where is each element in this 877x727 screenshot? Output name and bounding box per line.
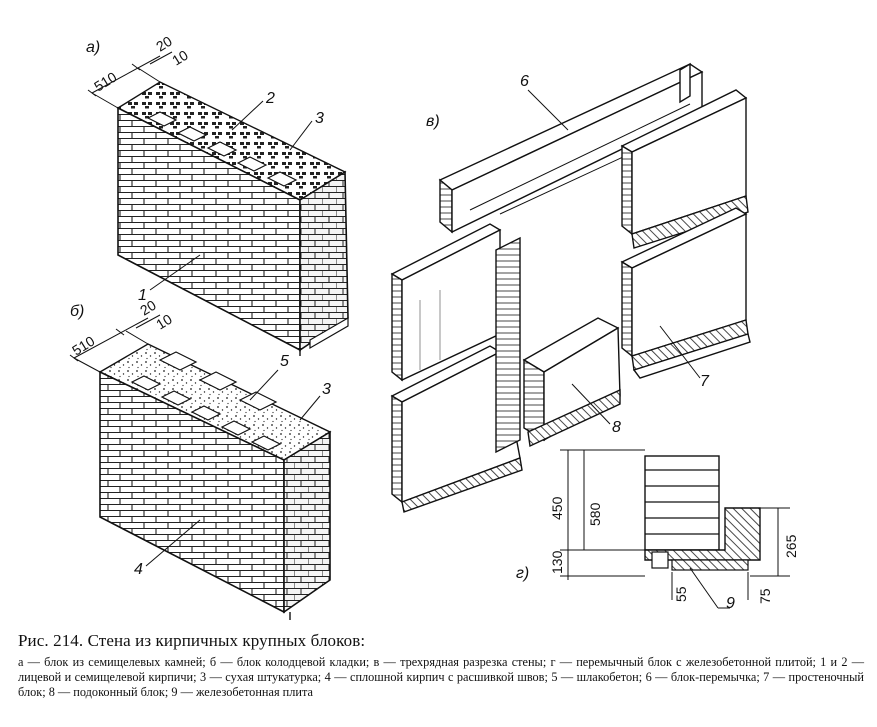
callout-3-b: 3 xyxy=(322,381,331,398)
panel-v-wall-split xyxy=(390,62,751,513)
figure-drawing: а) 510 20 10 2 3 1 б) xyxy=(69,33,799,620)
dim-b-10: 10 xyxy=(153,311,175,333)
dim-g-130: 130 xyxy=(549,550,565,574)
callout-4: 4 xyxy=(134,561,143,578)
caption-title: Рис. 214. Стена из кирпичных крупных бло… xyxy=(18,631,366,650)
label-panel-b: б) xyxy=(70,303,84,320)
panel-b-block-well-masonry xyxy=(98,343,332,620)
callout-2: 2 xyxy=(265,90,275,107)
callout-8: 8 xyxy=(612,419,621,436)
label-panel-g: г) xyxy=(516,565,529,582)
dim-g-580: 580 xyxy=(587,502,603,526)
caption-legend: а — блок из семищелевых камней; б — блок… xyxy=(18,655,864,699)
dim-g-265: 265 xyxy=(783,534,799,558)
callout-7: 7 xyxy=(700,373,710,390)
label-panel-v: в) xyxy=(426,113,440,130)
label-panel-a: а) xyxy=(86,39,100,56)
dim-lines-b xyxy=(69,314,161,373)
callout-1: 1 xyxy=(138,287,147,304)
callout-9: 9 xyxy=(726,595,735,612)
panel-a-block-seven-slot xyxy=(116,81,349,356)
panel-g-lintel-section xyxy=(644,455,761,571)
figure-caption: Рис. 214. Стена из кирпичных крупных бло… xyxy=(18,631,864,700)
callout-5: 5 xyxy=(280,353,289,370)
dim-g-450: 450 xyxy=(549,496,565,520)
dim-b-20: 20 xyxy=(137,297,159,319)
dim-a-20: 20 xyxy=(153,33,175,55)
dim-a-10: 10 xyxy=(169,47,191,69)
dim-b-510: 510 xyxy=(69,332,97,358)
dim-g-75: 75 xyxy=(757,588,773,604)
callout-6: 6 xyxy=(520,73,529,90)
dim-g-55: 55 xyxy=(673,586,689,602)
dim-lines-g xyxy=(560,449,790,609)
dim-lines-a xyxy=(87,51,173,109)
callout-3-a: 3 xyxy=(315,110,324,127)
